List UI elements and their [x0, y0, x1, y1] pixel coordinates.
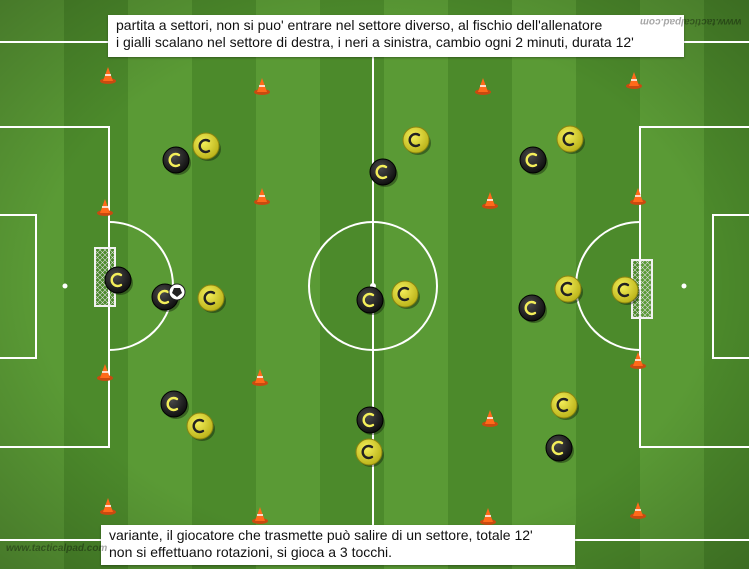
player-yellow-icon[interactable]: [355, 438, 384, 467]
player-black-icon[interactable]: [356, 286, 385, 315]
cone-icon: [630, 352, 646, 369]
note-top: partita a settori, non si puo' entrare n…: [108, 15, 684, 57]
ball-icon[interactable]: [168, 283, 186, 301]
penalty-spot-right: [681, 283, 687, 289]
player-yellow-icon[interactable]: [550, 391, 579, 420]
player-yellow-icon[interactable]: [186, 412, 215, 441]
cones-layer: [97, 67, 646, 525]
player-black-icon[interactable]: [162, 146, 191, 175]
player-yellow-icon[interactable]: [402, 126, 431, 155]
cone-icon: [252, 507, 268, 524]
player-black-icon[interactable]: [160, 390, 189, 419]
player-black-icon[interactable]: [369, 158, 398, 187]
player-yellow-icon[interactable]: [192, 132, 221, 161]
cone-icon: [482, 192, 498, 209]
cone-icon: [480, 508, 496, 525]
player-black-icon[interactable]: [518, 294, 547, 323]
player-black-icon[interactable]: [519, 146, 548, 175]
player-black-icon[interactable]: [104, 266, 133, 295]
cone-icon: [100, 498, 116, 515]
note-bottom: variante, il giocatore che trasmette può…: [101, 525, 575, 565]
cone-icon: [100, 67, 116, 84]
player-yellow-icon[interactable]: [611, 276, 640, 305]
goal-area-left: [0, 214, 37, 359]
player-black-icon[interactable]: [545, 434, 574, 463]
cone-icon: [482, 410, 498, 427]
player-yellow-icon[interactable]: [197, 284, 226, 313]
cone-icon: [254, 188, 270, 205]
player-black-icon[interactable]: [356, 406, 385, 435]
cone-icon: [626, 72, 642, 89]
player-yellow-icon[interactable]: [391, 280, 420, 309]
players-layer: [104, 125, 640, 467]
cone-icon: [252, 369, 268, 386]
watermark: www.tacticalpad.com: [6, 543, 108, 554]
cone-icon: [630, 188, 646, 205]
player-yellow-icon[interactable]: [554, 275, 583, 304]
goal-area-right: [712, 214, 749, 359]
cone-icon: [97, 199, 113, 216]
center-circle: [308, 221, 438, 351]
cone-icon: [475, 78, 491, 95]
cone-icon: [630, 502, 646, 519]
cone-icon: [97, 364, 113, 381]
cone-icon: [254, 78, 270, 95]
player-yellow-icon[interactable]: [556, 125, 585, 154]
penalty-spot-left: [62, 283, 68, 289]
watermark-rotated: www.tacticalpad.com: [639, 16, 741, 27]
